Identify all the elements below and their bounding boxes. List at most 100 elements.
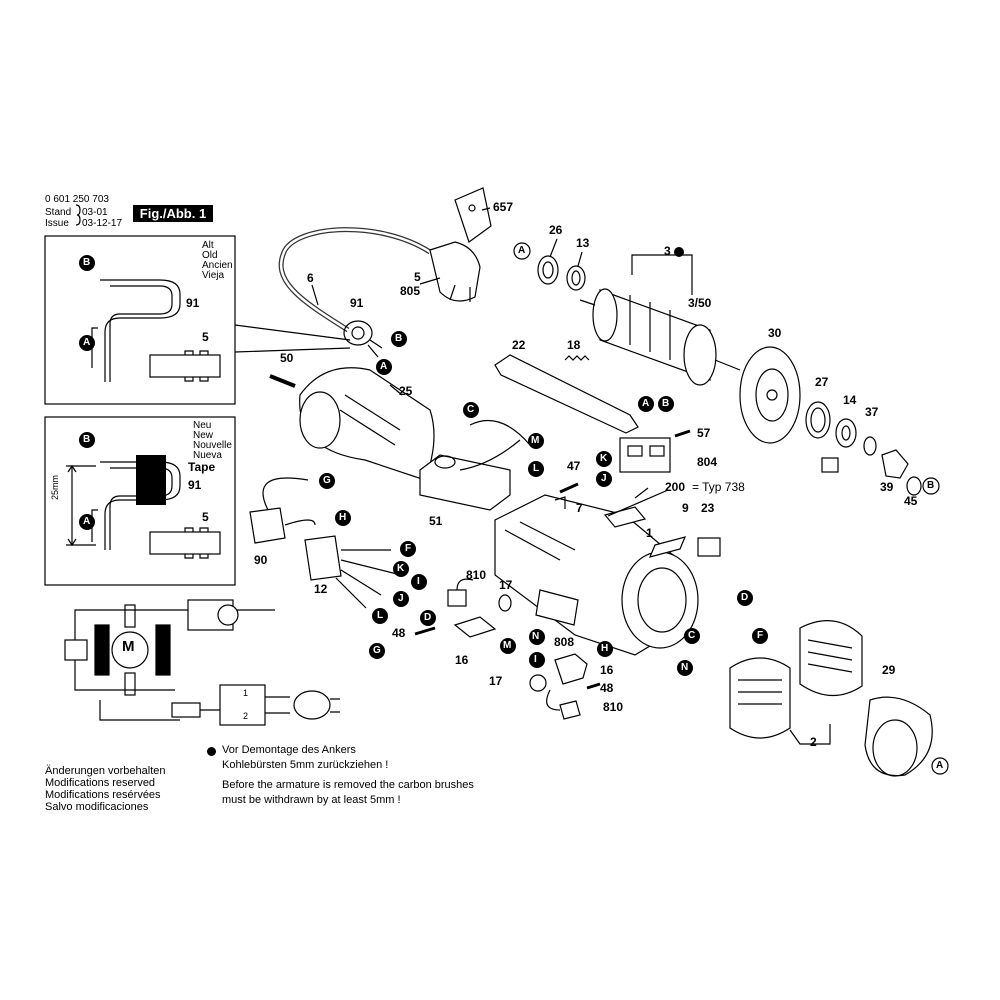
callout-200: 200 [665,480,686,494]
letter-g: G [323,475,331,486]
letter-b-nut: B [927,480,935,491]
callout-804: 804 [697,455,718,469]
letter-b-new: B [83,434,91,445]
old-callout-5: 5 [202,330,209,344]
callout-9: 9 [682,501,689,515]
letter-markers [79,242,949,775]
callout-1: 1 [646,526,653,540]
callout-805: 805 [400,284,421,298]
letter-h-2: H [601,643,609,654]
part-number: 0 601 250 703 [45,194,109,205]
callout-14: 14 [843,393,857,407]
callout-57: 57 [697,426,711,440]
callout-27: 27 [815,375,829,389]
letter-l: L [533,463,540,474]
old-label-en: Old [202,250,218,261]
callout-657: 657 [493,200,514,214]
note-de-line1: Vor Demontage des Ankers [222,744,356,756]
issue-value: 03-12-17 [82,218,123,229]
callout-17: 17 [499,578,513,592]
letter-m: M [531,435,540,446]
callout-45: 45 [904,494,918,508]
letter-d-2: D [741,592,749,603]
callout-2: 2 [810,735,817,749]
motor-symbol: M [122,638,135,655]
callout-47: 47 [567,459,581,473]
new-label-de: Neu [193,420,212,431]
callout-6: 6 [307,271,314,285]
old-callout-91: 91 [186,296,200,310]
note-bullet [207,747,216,756]
callout-16: 16 [455,653,469,667]
callout-26: 26 [549,223,563,237]
callout-16-b: 16 [600,663,614,677]
letter-f: F [405,543,412,554]
callout-3: 3 [664,244,671,258]
callout-810: 810 [466,568,487,582]
callout-91: 91 [350,296,364,310]
callout-808: 808 [554,635,575,649]
callout-22: 22 [512,338,526,352]
letter-m-2: M [503,640,512,651]
tape-label: Tape [188,460,216,474]
letter-a-guard: A [936,760,944,771]
type-label: = Typ 738 [692,480,745,494]
note-en-line1: Before the armature is removed the carbo… [222,779,474,791]
letter-k-2: K [600,453,608,464]
switch-terminal-1: 1 [243,688,249,698]
new-label-es: Nueva [193,450,222,461]
callout-29: 29 [882,663,896,677]
callout-3-50: 3/50 [688,296,712,310]
old-label-es: Vieja [202,270,225,281]
letter-a-new: A [83,516,91,527]
modifications-en: Modifications reserved [45,777,156,789]
letter-f-2: F [757,630,764,641]
callout-18: 18 [567,338,581,352]
new-label-en: New [193,430,214,441]
callout-12: 12 [314,582,328,596]
old-label-fr: Ancien [202,260,233,271]
letter-g-2: G [373,645,381,656]
issue-label: Issue [45,218,69,229]
modifications-de: Änderungen vorbehalten [45,765,166,777]
letter-d: D [424,612,432,623]
callout-48: 48 [392,626,406,640]
letter-b-old: B [83,257,91,268]
letter-h: H [339,512,347,523]
letter-c: C [467,404,475,415]
letter-n-2: N [681,662,689,673]
callout-90: 90 [254,553,268,567]
letter-j: J [398,593,404,604]
figure-label: Fig./Abb. 1 [133,205,213,222]
callout-48-b: 48 [600,681,614,695]
switch-terminal-2: 2 [243,711,249,721]
callout-17-b: 17 [489,674,503,688]
letter-a-switch: A [642,398,650,409]
modifications-fr: Modifications resérvées [45,789,161,801]
callout-5: 5 [414,270,421,284]
letter-a-bearing: A [518,245,526,256]
letter-b-cable: B [395,333,403,344]
letter-i: I [417,576,420,587]
callout-50: 50 [280,351,294,365]
old-label-de: Alt [202,240,214,251]
callout-13: 13 [576,236,590,250]
letter-a-old: A [83,337,91,348]
letter-b-switch: B [662,398,670,409]
modifications-es: Salvo modificaciones [45,801,149,813]
stand-label: Stand [45,207,72,218]
callout-39: 39 [880,480,894,494]
note-en-line2: must be withdrawn by at least 5mm ! [222,794,401,806]
callout-23: 23 [701,501,715,515]
new-label-fr: Nouvelle [193,440,232,451]
callout-30: 30 [768,326,782,340]
letter-i-2: I [534,654,537,665]
stand-value: 03-01 [82,207,108,218]
new-callout-5: 5 [202,510,209,524]
new-callout-91: 91 [188,478,202,492]
callout-51: 51 [429,514,443,528]
callout-810-b: 810 [603,700,624,714]
note-de-line2: Kohlebürsten 5mm zurückziehen ! [222,759,389,771]
letter-j-2: J [601,473,607,484]
